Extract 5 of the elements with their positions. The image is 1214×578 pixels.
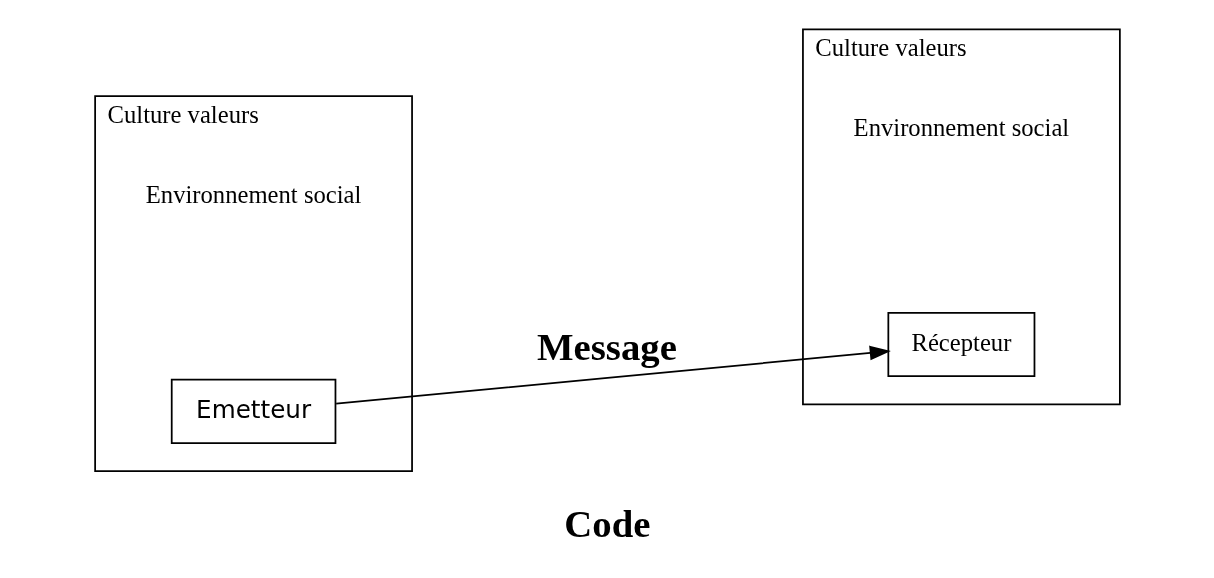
edge-label: Message bbox=[536, 324, 677, 368]
node-box: Récepteur bbox=[886, 311, 1035, 378]
label: Code bbox=[563, 502, 650, 546]
arrow bbox=[334, 345, 891, 405]
node-box: Emetteur bbox=[170, 378, 336, 444]
